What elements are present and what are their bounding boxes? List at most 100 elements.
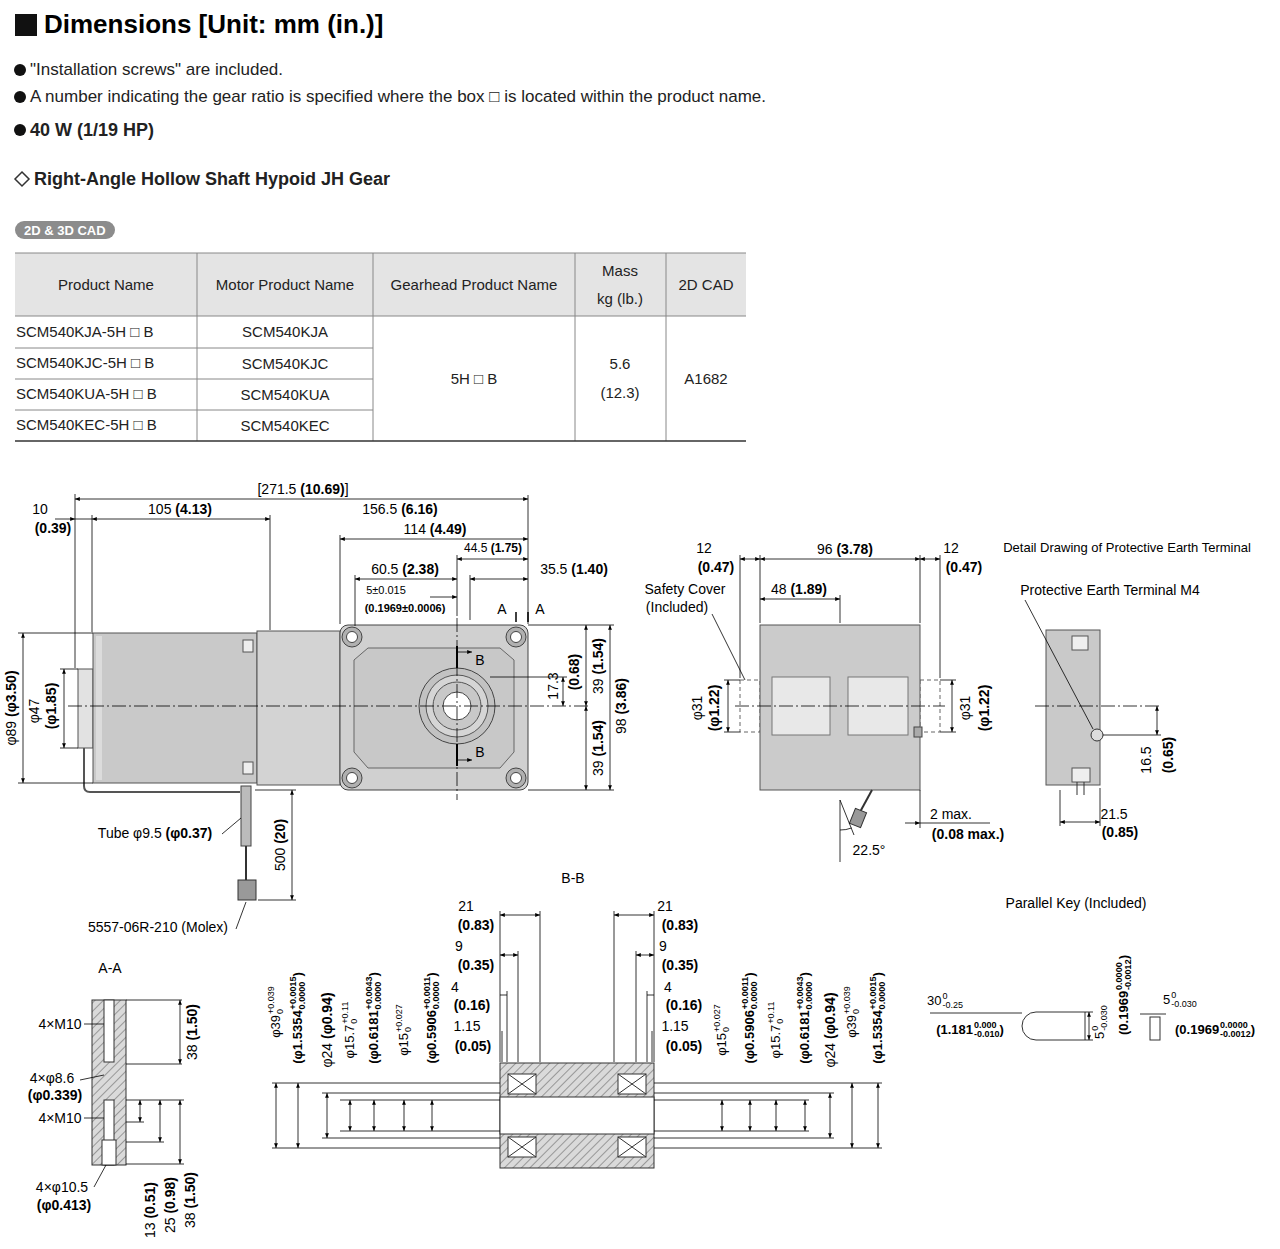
- dimension-label: 17.3: [545, 672, 561, 699]
- tolerance-dimension: (φ1.5354+0.00150.0000): [869, 972, 887, 1064]
- dimension-label: A: [497, 601, 506, 617]
- dimension-label: 38 (1.50): [184, 1004, 200, 1060]
- inch-value: (1.50): [182, 1172, 198, 1209]
- table-cell: 2D CAD: [666, 253, 746, 316]
- tolerance-dimension: φ15+0.0270: [395, 1004, 413, 1056]
- dimension-label: (φ0.5906: [425, 1010, 439, 1063]
- dimension-label: +0.0011: [741, 977, 750, 1009]
- dimension-label: (0.16): [454, 997, 491, 1013]
- inch-value: (0.98): [162, 1177, 178, 1214]
- dimension-label: 0: [404, 1004, 413, 1032]
- table-cell: A1682: [666, 316, 746, 441]
- dimension-label: 16.5: [1138, 746, 1154, 773]
- dimension-label: 0.0000: [878, 977, 887, 1010]
- dimension-label: 5: [1163, 993, 1170, 1007]
- dimension-label: φ39: [269, 1015, 283, 1038]
- inch-value: (1.75): [491, 541, 522, 555]
- table-cell: SCM540KEC: [197, 410, 373, 441]
- dimension-label: (0.08 max.): [932, 826, 1004, 842]
- tolerance-stack: +0.00110.0000: [741, 977, 759, 1009]
- tolerance-dimension: (φ0.6181+0.00430.0000): [365, 972, 383, 1064]
- inch-value: (1.54): [590, 720, 606, 757]
- dimension-label: +0.0015: [289, 977, 298, 1010]
- dimension-label: 1.15: [453, 1018, 480, 1034]
- dimension-label: 5: [1093, 1032, 1107, 1039]
- dimension-label: 0.000: [974, 1021, 1000, 1030]
- dimension-label: B: [475, 744, 484, 760]
- dimension-label: 4: [664, 979, 672, 995]
- dimension-label: 0.0000: [750, 977, 759, 1009]
- dimension-label: 156.5 (6.16): [362, 501, 438, 517]
- dimension-label: +0.0011: [423, 977, 432, 1009]
- inch-value: (1.40): [571, 561, 608, 577]
- dimension-label: φ24 (φ0.94): [319, 992, 335, 1067]
- flange-section: [92, 1000, 126, 1165]
- dimension-label: 30: [927, 994, 941, 1008]
- dimension-label: 114 (4.49): [404, 521, 467, 537]
- dimension-label: 0: [852, 986, 861, 1014]
- note-text: 40 W (1/19 HP): [30, 120, 154, 141]
- bullet: [14, 64, 26, 76]
- table-cell: kg (lb.): [597, 290, 643, 307]
- inch-value: (2.38): [402, 561, 439, 577]
- dimension-label: +0.11: [767, 1002, 776, 1024]
- dimension-label: 0: [1171, 991, 1197, 1000]
- note-text: "Installation screws" are included.: [30, 60, 283, 80]
- dimension-label: (0.05): [455, 1038, 492, 1054]
- dimension-label: (Included): [646, 599, 708, 615]
- dimension-label: ): [1000, 1023, 1004, 1037]
- inch-value: (φ3.50): [3, 670, 19, 717]
- dimension-label: 0: [776, 1002, 785, 1024]
- dimension-label: 38 (1.50): [182, 1172, 198, 1228]
- dimension-label: (φ0.339): [28, 1087, 82, 1103]
- dimension-label: ): [1117, 955, 1131, 959]
- dimension-label: +0.0043: [365, 977, 374, 1010]
- dimension-label: 25 (0.98): [162, 1177, 178, 1233]
- dimension-label: 0.0000: [805, 977, 814, 1010]
- dimension-label: (φ0.6181: [367, 1010, 381, 1063]
- inch-value: (20): [272, 819, 288, 844]
- note-text: Right-Angle Hollow Shaft Hypoid JH Gear: [34, 169, 390, 190]
- dimension-label: ): [367, 972, 381, 976]
- tolerance-dimension: 300-0.25: [927, 992, 963, 1010]
- dimension-label: 60.5 (2.38): [371, 561, 439, 577]
- dimension-label: (0.35): [662, 957, 699, 973]
- dimension-label: A-A: [98, 960, 121, 976]
- motor-front-view: [78, 625, 528, 900]
- tolerance-dimension: (φ0.6181+0.00430.0000): [796, 972, 814, 1064]
- table-cell: Product Name: [15, 253, 197, 316]
- dimension-label: ): [798, 972, 812, 976]
- dimension-label: (0.83): [662, 917, 699, 933]
- tolerance-stack: +0.00430.0000: [365, 977, 383, 1010]
- dimension-label: 4×φ10.5: [36, 1179, 88, 1195]
- tolerance-dimension: (0.19690.0000-0.0012): [1115, 955, 1133, 1035]
- dimension-label: 2 max.: [930, 806, 972, 822]
- dimension-label: φ89 (φ3.50): [3, 670, 19, 745]
- dimension-label: (0.39): [35, 520, 72, 536]
- dimension-label: Protective Earth Terminal M4: [1020, 582, 1199, 598]
- dimension-label: +0.0015: [869, 977, 878, 1010]
- side-dimension-lines: [712, 555, 990, 862]
- dimension-label: 5557-06R-210 (Molex): [88, 919, 228, 935]
- dimension-label: A: [535, 601, 544, 617]
- dimension-label: (0.47): [698, 559, 735, 575]
- hollow-shaft-section: [500, 1063, 654, 1168]
- dimension-label: -0.030: [1100, 1005, 1109, 1031]
- table-cell: SCM540KJC-5H □ B: [16, 354, 154, 371]
- dimension-label: φ47: [26, 699, 42, 724]
- dimension-label: 0.0000: [374, 977, 383, 1010]
- tolerance-stack: +0.00150.0000: [869, 977, 887, 1010]
- tolerance-dimension: 50-0.030: [1163, 991, 1197, 1009]
- dimension-label: 98 (3.86): [613, 678, 629, 734]
- dimension-label: 12: [696, 540, 712, 556]
- dimension-label: (0.05): [666, 1038, 703, 1054]
- inch-value: (1.89): [790, 581, 827, 597]
- dimension-label: (φ0.5906: [743, 1010, 757, 1063]
- dimension-label: -0.010: [974, 1030, 1000, 1039]
- dimension-label: (0.16): [666, 997, 703, 1013]
- dimension-label: +0.0043: [796, 977, 805, 1010]
- inch-value: (1.54): [590, 638, 606, 675]
- earth-terminal-detail: [1046, 630, 1103, 795]
- dimension-label: +0.11: [341, 1002, 350, 1024]
